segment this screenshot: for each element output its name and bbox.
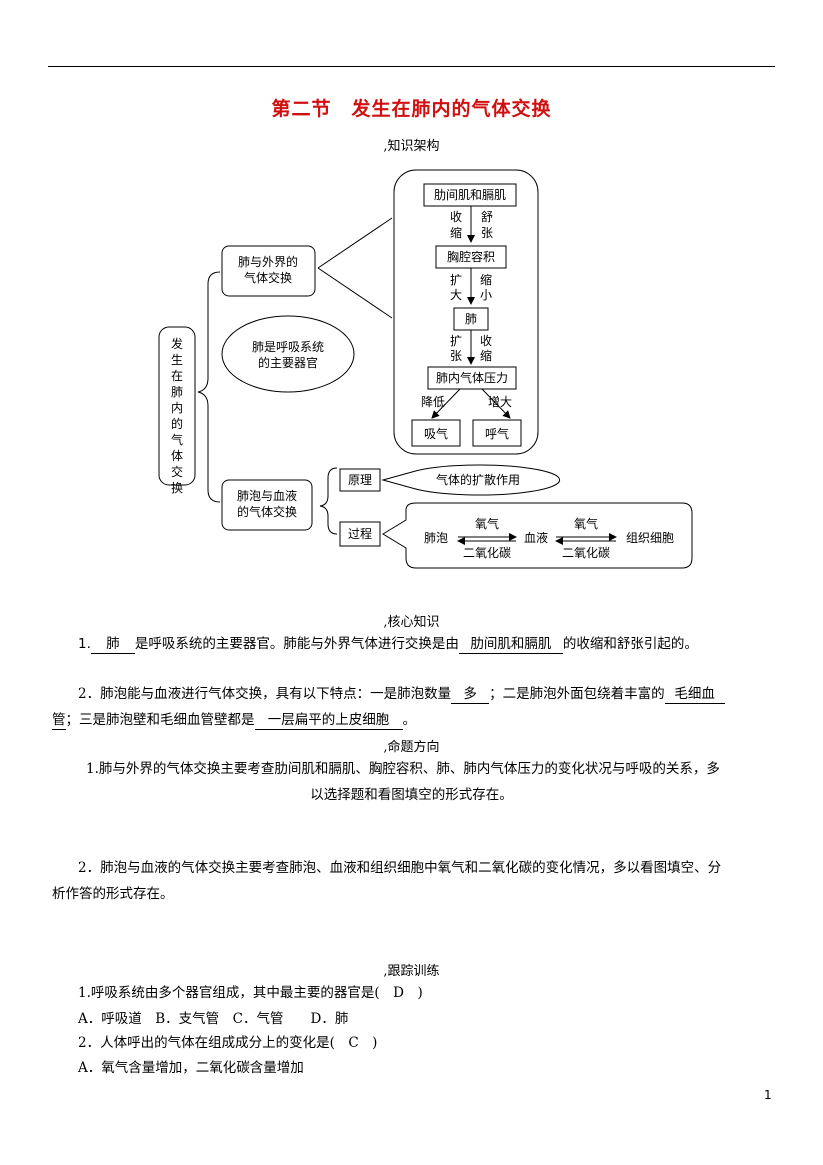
- expand2-label: 扩: [450, 334, 462, 348]
- branch2-label: 的气体交换: [237, 504, 297, 519]
- decrease-label: 降低: [421, 395, 445, 409]
- main-brace: [197, 271, 221, 503]
- lung-label: 肺: [465, 312, 477, 326]
- expand-label: 扩: [450, 273, 462, 287]
- root-char: 在: [171, 369, 183, 383]
- root-char: 气: [171, 432, 183, 447]
- inhale-box: [411, 419, 461, 447]
- process-container: [382, 502, 693, 569]
- process-box: [339, 521, 381, 547]
- muscle-label: 肋间肌和膈肌: [434, 187, 506, 202]
- diffusion-label: 气体的扩散作用: [436, 472, 520, 487]
- q1-num: 1.: [78, 636, 91, 652]
- oxygen2-label: 氧气: [574, 516, 598, 531]
- relax-label: 张: [481, 226, 493, 240]
- root-char: 生: [171, 353, 183, 367]
- q1-blank2: 肋间肌和膈肌: [458, 635, 563, 654]
- root-char: 交: [171, 464, 183, 479]
- branch1-label: 肺与外界的: [238, 254, 298, 269]
- direction-1b: 以选择题和看图填空的形式存在。: [310, 787, 513, 803]
- header-rule: [48, 66, 775, 67]
- increase-label: 增大: [488, 395, 512, 409]
- root-char: 体: [171, 449, 183, 463]
- root-char: 换: [171, 481, 183, 495]
- q2-text1: 2．肺泡能与血液进行气体交换，具有以下特点：一是肺泡数量: [78, 686, 452, 702]
- training-q1: 1.呼吸系统由多个器官组成，其中最主要的器官是( D ): [78, 985, 423, 1001]
- contract2-label: 缩: [480, 348, 492, 363]
- process-label: 过程: [348, 526, 372, 541]
- q1-text2: 的收缩和舒张引起的。: [562, 636, 698, 652]
- tissue-label: 组织细胞: [626, 531, 674, 545]
- root-box: [158, 326, 196, 486]
- q2-text3: ；三是肺泡壁和毛细血管壁都是: [65, 712, 255, 728]
- oval1-label: 肺是呼吸系统: [252, 340, 324, 354]
- core-q1: 1.肺是呼吸系统的主要器官。肺能与外界气体进行交换是由肋间肌和膈肌的收缩和舒张引…: [78, 631, 778, 657]
- branch1-box: [221, 245, 316, 297]
- root-char: 的: [171, 416, 183, 431]
- oval-lung-main-organ: [221, 315, 355, 393]
- q2-text2: ；二是肺泡外面包绕着丰富的: [489, 686, 665, 702]
- q2-blank2a: 毛细血: [664, 685, 725, 704]
- branch2-label: 肺泡与血液: [237, 488, 297, 503]
- expand2-label: 张: [450, 349, 462, 363]
- direction-2a: 2．肺泡与血液的气体交换主要考查肺泡、血液和组织细胞中氧气和二氧化碳的变化情况，…: [78, 860, 722, 876]
- section-heading-training: ,跟踪训练: [383, 964, 440, 979]
- section-heading-framework: ,知识架构: [383, 139, 440, 154]
- pressure-label: 肺内气体压力: [436, 370, 508, 385]
- root-char: 内: [171, 401, 183, 415]
- root-char: 发: [171, 336, 183, 351]
- training-q2-option-a: A．氧气含量增加，二氧化碳含量增加: [78, 1060, 304, 1076]
- q2-blank1: 多: [451, 685, 490, 704]
- page-number: 1: [764, 1088, 772, 1102]
- direction-2b: 析作答的形式存在。: [52, 886, 174, 902]
- root-char: 肺: [171, 385, 183, 399]
- branch1-label: 气体交换: [244, 270, 292, 285]
- shrink-label: 小: [480, 288, 492, 302]
- contract-label: 缩: [450, 225, 462, 240]
- inhale-label: 吸气: [424, 426, 448, 441]
- q1-blank1: 肺: [90, 635, 135, 654]
- contract2-label: 收: [480, 334, 492, 348]
- direction-1a: 1.肺与外界的气体交换主要考查肋间肌和膈肌、胸腔容积、肺、肺内气体压力的变化状况…: [86, 761, 720, 777]
- relax-label: 舒: [481, 210, 493, 224]
- oval1-label: 的主要器官: [258, 355, 318, 370]
- training-q1-options: A．呼吸道 B．支气管 C．气管 D．肺: [78, 1011, 349, 1027]
- mechanism-container: [393, 169, 539, 455]
- q2-blank2b: 管: [52, 712, 66, 730]
- co2-2-label: 二氧化碳: [562, 546, 610, 560]
- chest-label: 胸腔容积: [447, 249, 495, 264]
- alveolus-label: 肺泡: [424, 531, 448, 545]
- callout-lines: [317, 217, 393, 319]
- exhale-label: 呼气: [485, 426, 509, 441]
- branch2-box: [221, 479, 313, 531]
- section-heading-direction: ,命题方向: [383, 740, 440, 755]
- blood-label: 血液: [524, 530, 548, 545]
- training-q2: 2．人体呼出的气体在组成成分上的变化是( C ): [78, 1035, 378, 1051]
- co2-1-label: 二氧化碳: [463, 546, 511, 560]
- expand-label: 大: [450, 288, 462, 302]
- section-heading-core: ,核心知识: [383, 615, 440, 630]
- pressure-box: [427, 366, 517, 390]
- q2-blank3: 一层扁平的上皮细胞: [254, 711, 403, 730]
- small-brace: [319, 467, 338, 535]
- principle-label: 原理: [348, 473, 372, 487]
- knowledge-diagram: 发 生 在 肺 内 的 气 体 交 换 肺与外界的 气体交换 肺是呼吸系统 的主…: [158, 169, 693, 569]
- core-q2: 2．肺泡能与血液进行气体交换，具有以下特点：一是肺泡数量多；二是肺泡外面包绕着丰…: [52, 681, 778, 733]
- q1-text1: 是呼吸系统的主要器官。肺能与外界气体进行交换是由: [134, 636, 459, 652]
- principle-box: [339, 468, 381, 492]
- exhale-box: [472, 419, 522, 447]
- oxygen1-label: 氧气: [475, 516, 499, 531]
- contract-label: 收: [450, 210, 462, 224]
- muscle-box: [423, 183, 517, 207]
- page-title: 第二节 发生在肺内的气体交换: [271, 98, 552, 120]
- q2-text4: 。: [402, 712, 417, 728]
- shrink-label: 缩: [480, 272, 492, 287]
- diffusion-callout: [381, 464, 561, 496]
